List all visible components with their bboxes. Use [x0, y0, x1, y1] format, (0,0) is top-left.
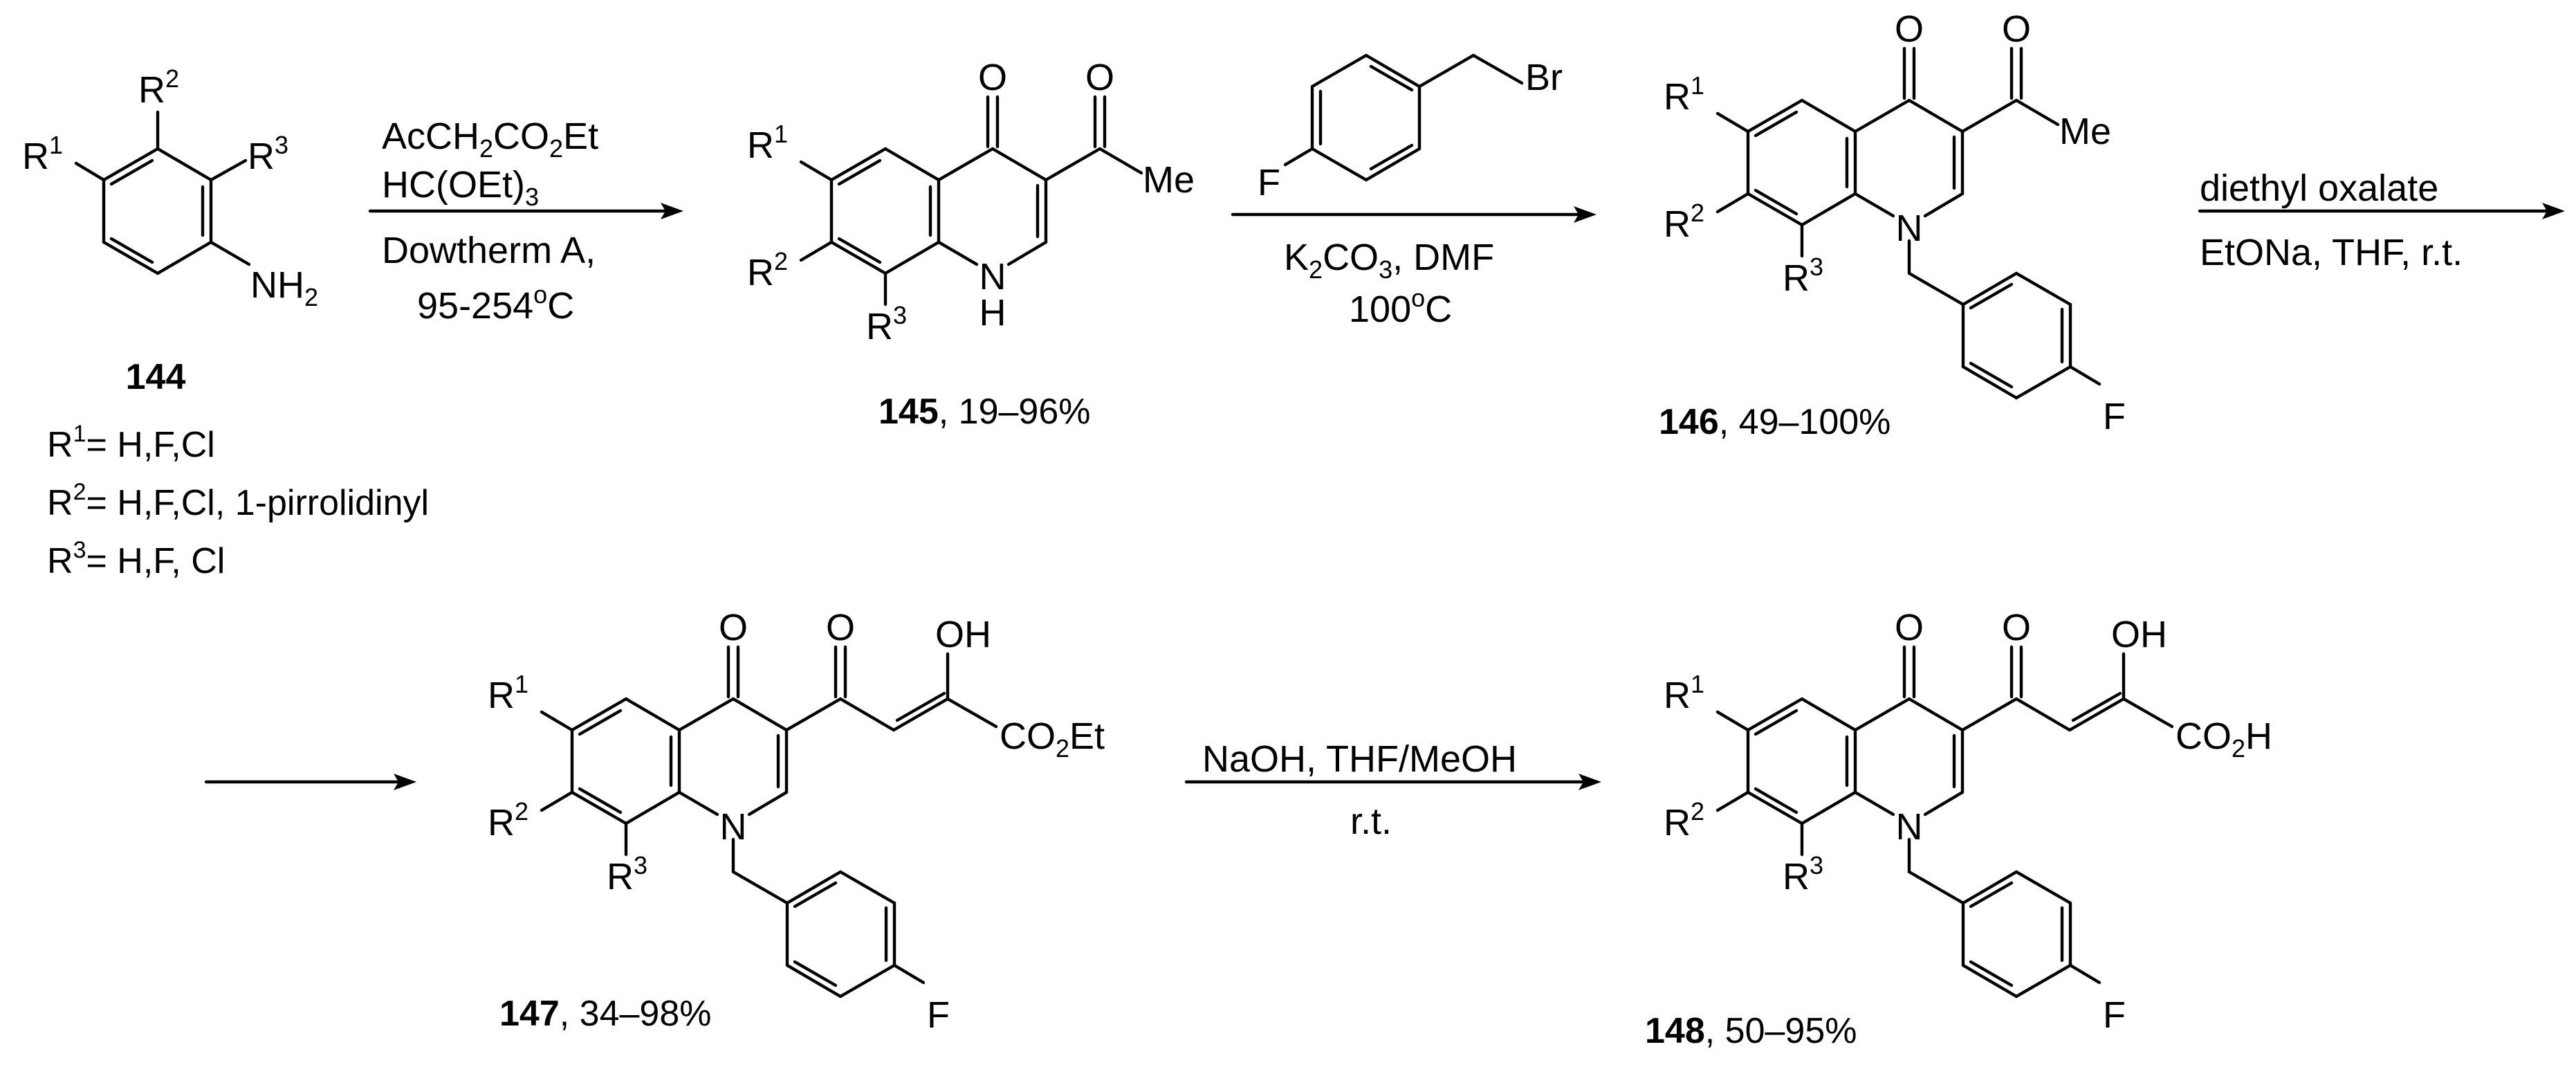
compound-144-id: 144	[126, 357, 186, 397]
compound-146-label: 146, 49–100%	[1659, 402, 1890, 442]
oxygen-4-147: O	[719, 607, 748, 648]
r2-definition: R2= H,F,Cl, 1-pirrolidinyl	[47, 479, 429, 523]
step3-arrow: diethyl oxalate EtONa, THF, r.t.	[2198, 167, 2565, 273]
step3-reagent: diethyl oxalate	[2200, 167, 2438, 209]
compound-145-label: 145, 19–96%	[878, 392, 1091, 432]
step2-condition-1: K2CO3, DMF	[1284, 237, 1494, 284]
continuation-arrow	[204, 774, 416, 790]
r1-label-145: R1	[747, 120, 788, 166]
nitrogen-label-146: N	[1896, 208, 1923, 249]
methyl-label-146: Me	[2059, 111, 2111, 152]
step1-reagent-2: HC(OEt)3	[382, 164, 539, 211]
step1-reagent-1: AcCH2CO2Et	[382, 116, 598, 163]
compound-148-structure: O O OH CO2H N F R1 R2 R3	[1664, 607, 2272, 1036]
step2-arrow: K2CO3, DMF 100oC	[1231, 206, 1597, 330]
compound-144-structure: R2 R3 R1 NH2	[22, 64, 318, 311]
r3-label-147: R3	[607, 851, 647, 897]
r1-label-147: R1	[488, 670, 528, 716]
r2-label-147: R2	[488, 797, 528, 844]
r3-label-144: R3	[248, 131, 288, 177]
step4-reagent: NaOH, THF/MeOH	[1202, 738, 1517, 780]
r2-label-146: R2	[1664, 199, 1704, 245]
oxygen-keto-148: O	[2002, 607, 2031, 648]
r3-label-146: R3	[1783, 253, 1823, 299]
fluorine-label-146: F	[2103, 396, 2126, 437]
hydroxyl-label-148: OH	[2111, 614, 2167, 655]
compound-148-label: 148, 50–95%	[1645, 1011, 1857, 1051]
compound-146-structure: O O Me N F R1 R2 R3	[1664, 8, 2126, 437]
r3-label-148: R3	[1783, 851, 1823, 897]
oxygen-acetyl-145: O	[1085, 57, 1114, 98]
compound-147-structure: O O OH CO2Et N F R1 R2 R3	[488, 607, 1105, 1036]
step4-arrow: NaOH, THF/MeOH r.t.	[1184, 738, 1601, 842]
oxygen-4-146: O	[1895, 8, 1924, 50]
methyl-label-145: Me	[1143, 159, 1195, 201]
oxygen-4-148: O	[1895, 607, 1924, 648]
r2-label-145: R2	[747, 247, 788, 293]
acid-label-148: CO2H	[2175, 715, 2272, 763]
step1-condition-2: 95-254oC	[417, 280, 574, 327]
substituent-definitions: R1= H,F,Cl R2= H,F,Cl, 1-pirrolidinyl R3…	[47, 421, 429, 581]
nitrogen-label-145: N	[979, 256, 1006, 298]
compound-145-structure: O O Me N H R1 R2 R3	[747, 57, 1195, 347]
ester-label-147: CO2Et	[1000, 715, 1105, 763]
r2-label-144: R2	[138, 64, 179, 111]
oxygen-4-145: O	[978, 57, 1007, 98]
r1-definition: R1= H,F,Cl	[47, 421, 215, 465]
fluorine-label-148: F	[2103, 994, 2126, 1036]
step3-condition: EtONa, THF, r.t.	[2200, 232, 2463, 273]
oxygen-keto-147: O	[826, 607, 855, 648]
fluorine-label-reagent: F	[1258, 162, 1280, 203]
step2-condition-2: 100oC	[1349, 284, 1452, 330]
step1-arrow: AcCH2CO2Et HC(OEt)3 Dowtherm A, 95-254oC	[368, 116, 683, 327]
hydroxyl-label-147: OH	[935, 614, 991, 655]
step2-reagent-structure: Br F	[1258, 53, 1563, 203]
r1-label-148: R1	[1664, 670, 1704, 716]
r1-label-144: R1	[22, 131, 63, 177]
step4-condition: r.t.	[1350, 801, 1392, 842]
nitrogen-label-148: N	[1896, 806, 1923, 848]
hydrogen-label-145: H	[979, 292, 1006, 334]
r3-label-145: R3	[866, 301, 907, 347]
r1-label-146: R1	[1664, 71, 1704, 118]
oxygen-acetyl-146: O	[2002, 8, 2031, 50]
step1-condition-1: Dowtherm A,	[382, 230, 596, 271]
nitrogen-label-147: N	[720, 806, 747, 848]
bromine-label: Br	[1525, 57, 1563, 98]
r3-definition: R3= H,F, Cl	[47, 537, 225, 581]
nh2-label-144: NH2	[250, 264, 318, 311]
compound-147-label: 147, 34–98%	[499, 994, 712, 1034]
r2-label-148: R2	[1664, 797, 1704, 844]
fluorine-label-147: F	[927, 994, 950, 1036]
